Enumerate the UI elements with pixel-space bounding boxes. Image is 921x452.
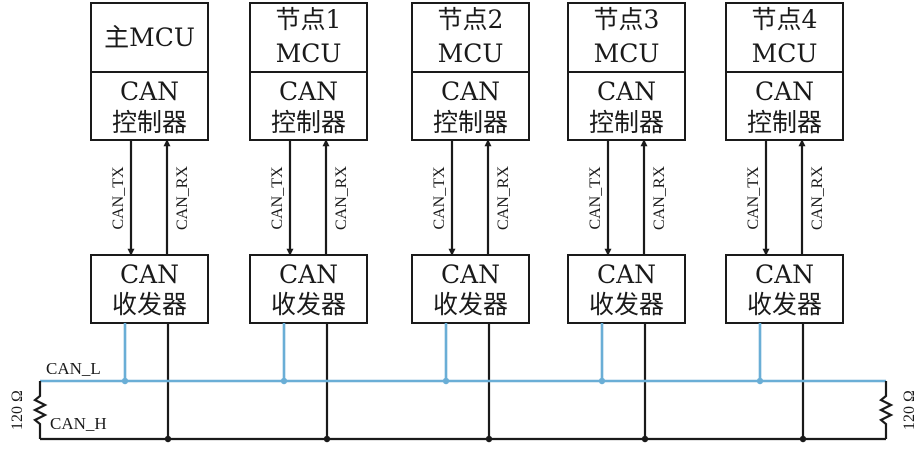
controller-label-line1: CAN (441, 77, 500, 106)
can-controller-box (249, 71, 368, 141)
controller-label-line2: 控制器 (589, 108, 664, 137)
left-terminator-label: 120 Ω (9, 390, 26, 430)
mcu-label-line2: MCU (752, 39, 818, 68)
can-tx-label: CAN_TX (745, 166, 762, 230)
can-controller-box (567, 71, 686, 141)
controller-label-line1: CAN (279, 77, 338, 106)
controller-label-line2: 控制器 (112, 108, 187, 137)
can-rx-label: CAN_RX (495, 166, 512, 230)
transceiver-label-line2: 收发器 (112, 290, 187, 319)
can-tx-label: CAN_TX (587, 166, 604, 230)
can-controller-box (725, 71, 844, 141)
transceiver-label-line1: CAN (279, 260, 338, 289)
mcu-box (90, 2, 209, 73)
controller-label-line1: CAN (120, 77, 179, 106)
can-transceiver-box (411, 254, 530, 324)
can-rx-label: CAN_RX (174, 166, 191, 230)
can-transceiver-box (725, 254, 844, 324)
can-transceiver-box (90, 254, 209, 324)
transceiver-label-line1: CAN (441, 260, 500, 289)
can-transceiver-box (249, 254, 368, 324)
mcu-label-line2: MCU (276, 39, 342, 68)
can-rx-label: CAN_RX (333, 166, 350, 230)
mcu-label-line1: 主MCU (104, 23, 195, 52)
mcu-label-line1: 节点2 (438, 5, 504, 34)
can-l-label: CAN_L (46, 359, 101, 378)
right-terminator-label: 120 Ω (901, 390, 918, 430)
mcu-label-line1: 节点4 (752, 5, 818, 34)
can-controller-box (411, 71, 530, 141)
mcu-label-line2: MCU (438, 39, 504, 68)
can-h-label: CAN_H (50, 414, 107, 433)
controller-label-line2: 控制器 (747, 108, 822, 137)
transceiver-label-line2: 收发器 (589, 290, 664, 319)
mcu-label-line1: 节点3 (594, 5, 660, 34)
can-controller-box (90, 71, 209, 141)
left-terminator-resistor (32, 381, 48, 439)
transceiver-label-line1: CAN (755, 260, 814, 289)
can-tx-label: CAN_TX (110, 166, 127, 230)
can-rx-label: CAN_RX (651, 166, 668, 230)
can-transceiver-box (567, 254, 686, 324)
mcu-label-line2: MCU (594, 39, 660, 68)
transceiver-label-line2: 收发器 (433, 290, 508, 319)
transceiver-label-line1: CAN (120, 260, 179, 289)
mcu-label-line1: 节点1 (276, 5, 342, 34)
can-tx-label: CAN_TX (431, 166, 448, 230)
transceiver-label-line2: 收发器 (747, 290, 822, 319)
controller-label-line1: CAN (597, 77, 656, 106)
controller-label-line2: 控制器 (271, 108, 346, 137)
can-rx-label: CAN_RX (809, 166, 826, 230)
controller-label-line1: CAN (755, 77, 814, 106)
right-terminator-resistor (878, 381, 894, 439)
transceiver-label-line1: CAN (597, 260, 656, 289)
transceiver-label-line2: 收发器 (271, 290, 346, 319)
controller-label-line2: 控制器 (433, 108, 508, 137)
can-tx-label: CAN_TX (269, 166, 286, 230)
mcu-box (567, 2, 686, 73)
mcu-box (725, 2, 844, 73)
